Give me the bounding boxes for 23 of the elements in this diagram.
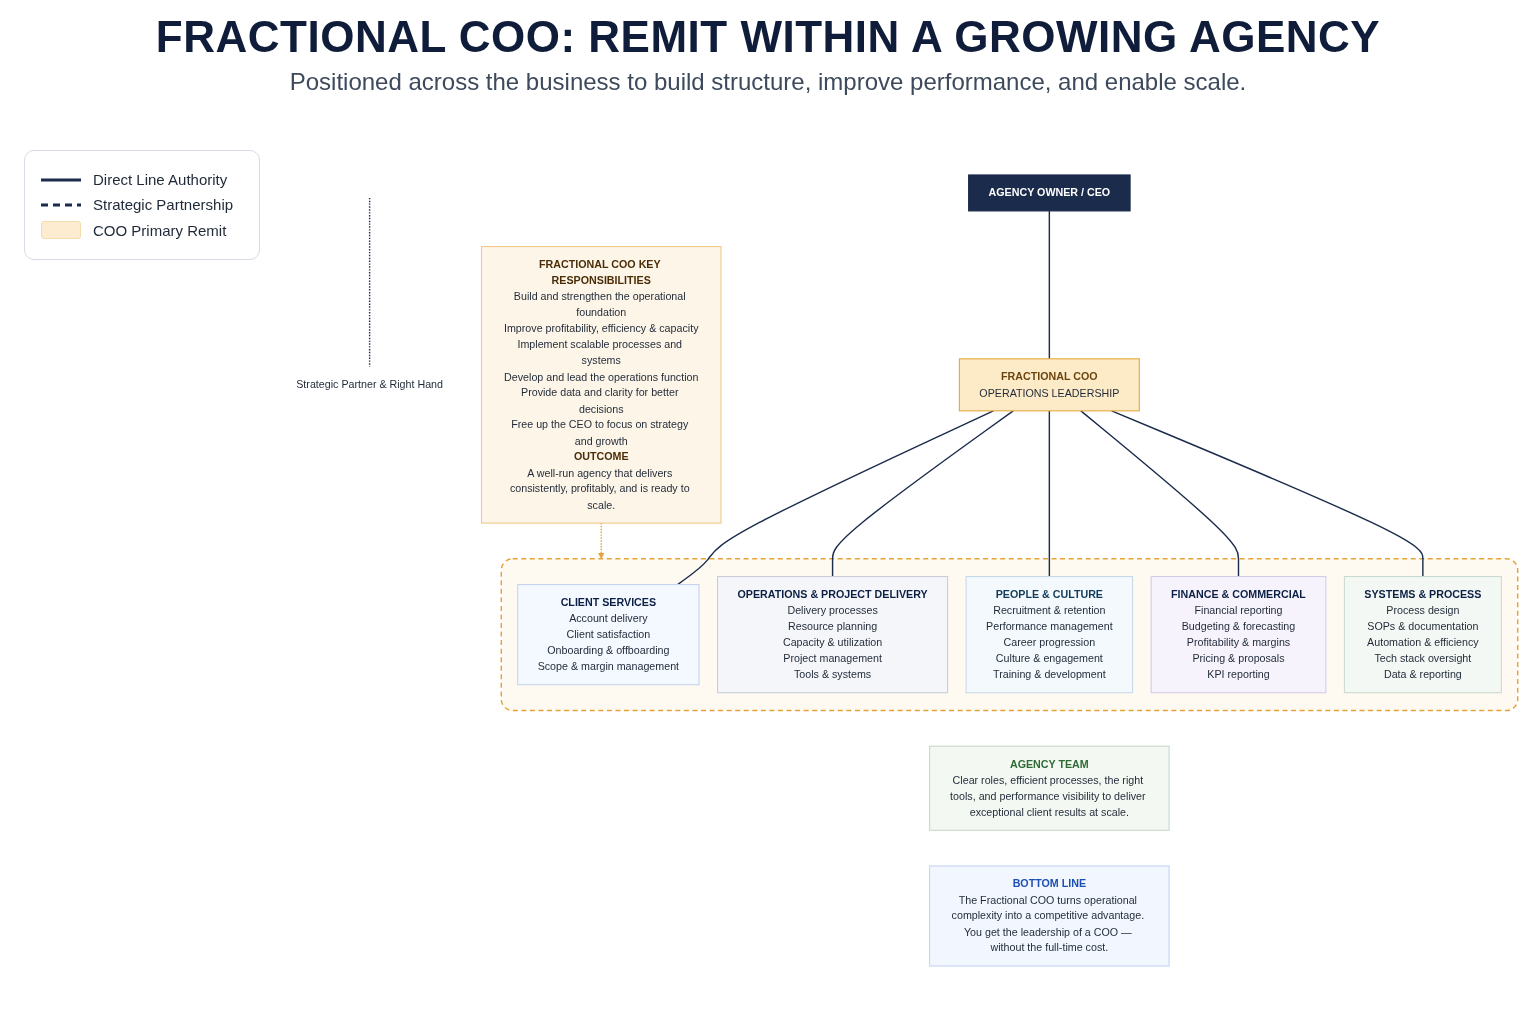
connector-line bbox=[1110, 410, 1424, 578]
department-card: PEOPLE & CULTURE Recruitment & retention Performance management Career progression Culture & engagement Training & development bbox=[965, 576, 1134, 694]
connector-line bbox=[1080, 410, 1240, 578]
connector-line bbox=[676, 410, 995, 586]
annotation-text: Strategic Partner & Right Hand bbox=[296, 378, 443, 391]
title: FRACTIONAL COO: REMIT WITHIN A GROWING AGENCY bbox=[155, 12, 1381, 62]
legend-text: Direct Line Authority bbox=[93, 171, 228, 188]
role-box: AGENCY OWNER / CEO bbox=[968, 174, 1131, 212]
department-card: FINANCE & COMMERCIAL Financial reporting Budgeting & forecasting Profitability & margins Pricing & proposals KPI reporting bbox=[1150, 576, 1327, 694]
connector-line bbox=[831, 410, 1014, 578]
subtitle: Positioned across the business to build structure, improve performance, and enable scale. bbox=[289, 68, 1247, 96]
role-box: FRACTIONAL COO OPERATIONS LEADERSHIP bbox=[958, 358, 1140, 412]
dashed-line bbox=[368, 197, 371, 368]
department-card: OPERATIONS & PROJECT DELIVERY Delivery processes Resource planning Capacity & utilization Project management Tools & systems bbox=[717, 576, 949, 694]
responsibilities-panel: FRACTIONAL COO KEY RESPONSIBILITIES Build and strengthen the operational foundation Improve profitability, efficiency & capacity Implement scalable processes and systems Develop and lead the operations function Provide data and clarity for better decisions Free up the CEO to focus on strategy and growth OUTCOME A well-run agency that delivers consistently, profitably, and is ready to scale. bbox=[480, 246, 722, 524]
summary-banner: BOTTOM LINE The Fractional COO turns operational complexity into a competitive advantage. You get the leadership of a COO — without the full-time cost. bbox=[929, 865, 1170, 967]
department-card: SYSTEMS & PROCESS Process design SOPs & documentation Automation & efficiency Tech stack oversight Data & reporting bbox=[1343, 576, 1502, 694]
connector-line bbox=[1048, 210, 1051, 360]
department-card: CLIENT SERVICES Account delivery Client satisfaction Onboarding & offboarding Scope & margin management bbox=[517, 584, 700, 686]
team-banner: AGENCY TEAM Clear roles, efficient processes, the right tools, and performance visibility to deliver exceptional client results at scale. bbox=[929, 745, 1170, 831]
legend-text: COO Primary Remit bbox=[93, 221, 227, 239]
legend-text: Strategic Partnership bbox=[93, 196, 234, 213]
connector-line bbox=[1048, 410, 1051, 578]
